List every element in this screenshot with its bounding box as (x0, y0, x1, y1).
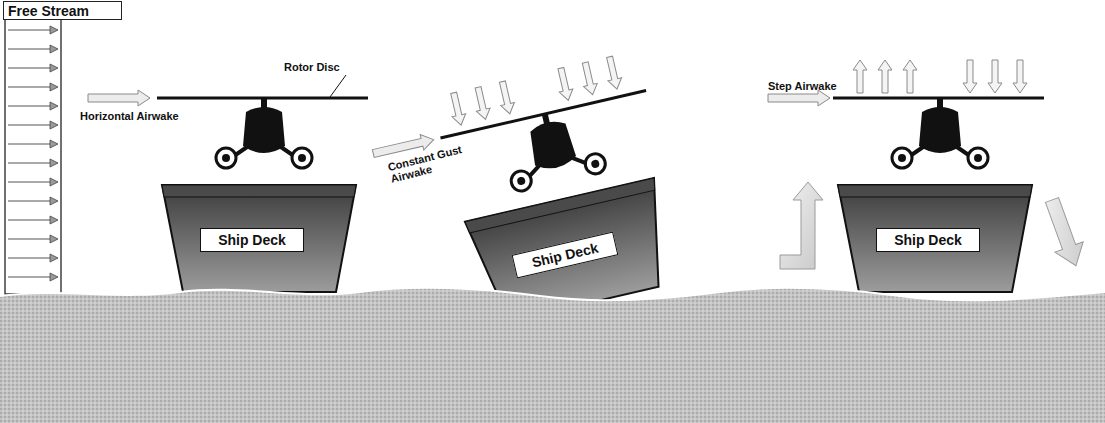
airwake-arrow (88, 90, 150, 106)
box-text: Ship Deck (894, 232, 962, 248)
velocity-arrows (8, 26, 58, 281)
updraft-arrow (780, 182, 823, 269)
airwake-label: Horizontal Airwake (80, 110, 210, 122)
box-text: Ship Deck (530, 240, 600, 271)
ship-helicopter (157, 98, 368, 292)
airwake-arrow (768, 90, 830, 106)
ship-deck-label: Ship Deck (876, 228, 980, 252)
box-text: Free Stream (8, 3, 89, 19)
part-label: Rotor Disc (284, 61, 364, 73)
sea (0, 288, 1105, 423)
downdraft-arrow (1038, 195, 1090, 271)
ship-helicopter (833, 98, 1044, 292)
ship-deck-label: Ship Deck (200, 228, 304, 252)
wave-line (0, 288, 1105, 301)
box-text: Ship Deck (218, 232, 286, 248)
profile-box (5, 19, 61, 294)
ship-deck-label: Ship Deck (512, 232, 619, 279)
leader-line (330, 75, 346, 97)
gust-arrows (853, 60, 1027, 93)
airwake-label: Step Airwake (768, 80, 858, 92)
free-stream-box: Free Stream (3, 1, 122, 20)
airwake-label: Constant Gust Airwake (386, 139, 481, 185)
